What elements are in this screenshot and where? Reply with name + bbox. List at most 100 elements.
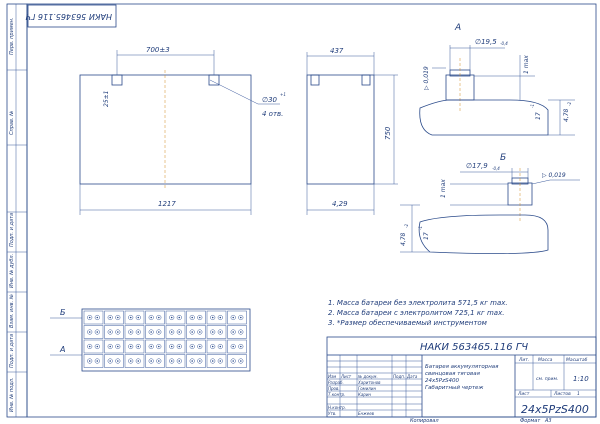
terminal-post [238, 343, 244, 350]
dim-25: 25±1 [103, 91, 110, 107]
view-a-max: 1 max [523, 55, 530, 74]
dim-437: 437 [330, 47, 344, 55]
strip-label-3: Инв. № дубл. [9, 254, 15, 288]
terminal-post [148, 358, 154, 364]
cell [83, 354, 104, 368]
tb-name-1: Гомилин [358, 386, 376, 391]
terminal-center [117, 345, 119, 348]
tb-title-1: свинцовая тяговая [425, 371, 481, 377]
terminal-center [191, 360, 193, 362]
terminal-post [189, 358, 195, 364]
terminal-post [107, 343, 113, 350]
tb-role-1: Пров. [328, 386, 340, 391]
terminal-center [178, 331, 181, 333]
terminal-center [96, 360, 99, 362]
view-a-dia: ∅19,5 [475, 38, 497, 46]
terminal-center [117, 360, 119, 362]
tb-header-4: Дата [406, 374, 418, 379]
strip-label-5: Подп. и дата [9, 334, 15, 368]
terminal-post [210, 343, 216, 350]
terminal-post [148, 329, 154, 335]
dim-holes: 4 отв. [262, 110, 283, 118]
tb-sheets-label: Листов [553, 391, 571, 397]
view-b-h478-tol: -2 [404, 224, 409, 228]
tb-role-4: Н.контр. [328, 405, 346, 410]
view-b-max: 1 max [440, 179, 447, 198]
terminal-post [107, 329, 113, 335]
tb-header-3: Подп. [393, 374, 405, 379]
tb-scale-label: Масштаб [566, 357, 588, 363]
terminal-center [240, 331, 242, 333]
copied-label: Копировал [410, 418, 439, 424]
terminal-post [230, 343, 236, 350]
cell [206, 310, 227, 325]
terminal-post [128, 329, 134, 335]
tb-role-2: Т.контр. [328, 392, 345, 397]
terminal-center [211, 360, 214, 362]
terminal-center [219, 331, 222, 333]
cell [186, 339, 206, 354]
terminal-post [169, 358, 175, 364]
cell [206, 339, 227, 354]
tb-big-code: 24х5PzS400 [521, 403, 589, 416]
view-a-h478: 4,78 [563, 108, 570, 122]
top-view: Б А [50, 308, 251, 372]
tb-name-0: Харитонов [357, 380, 381, 385]
cell [145, 310, 165, 325]
terminal-post [156, 343, 162, 350]
tb-sheet-label: Лист [517, 391, 530, 397]
terminal-center [150, 331, 152, 333]
view-a-h17: 17 [535, 112, 542, 120]
view-a-tol: ▷ 0,019 [423, 66, 430, 90]
terminal-center [96, 316, 99, 319]
terminal-center [158, 316, 160, 319]
terminal-post [230, 314, 236, 321]
tb-header-0: Изм [328, 374, 336, 379]
terminal-center [170, 360, 173, 362]
view-b-tol: ▷ 0,019 [542, 172, 566, 179]
stamp-upside-down: НАКИ 563465.116 ГЧ [25, 12, 112, 21]
terminal-center [88, 316, 91, 319]
terminal-post [210, 358, 216, 364]
cell [124, 310, 145, 325]
terminal-center [129, 331, 132, 333]
terminal-post [189, 329, 195, 335]
terminal-post [94, 314, 100, 321]
terminal-post [107, 314, 113, 321]
cell [206, 325, 227, 339]
terminal-center [158, 331, 160, 333]
cell [145, 339, 165, 354]
terminal-post [128, 358, 134, 364]
terminal-center [117, 316, 119, 319]
terminal-post [87, 358, 93, 364]
tb-mass-value: см. прим. [536, 377, 558, 382]
view-a: А ∅19,5 -0,4 ▷ 0,019 1 max 17 -1 4,78 -2 [419, 23, 575, 136]
terminal-center [240, 360, 242, 362]
view-a-h478-tol: -2 [567, 102, 572, 106]
format-label: Формат [520, 418, 541, 424]
terminal-post [148, 343, 154, 350]
cell [83, 339, 104, 354]
terminal-post [115, 343, 121, 350]
terminal-center [199, 345, 201, 348]
cell [165, 339, 186, 354]
view-a-label: А [454, 23, 461, 33]
strip-label-1: Справ. № [9, 111, 15, 135]
terminal-post [128, 314, 134, 321]
terminal-post [197, 343, 203, 350]
terminal-center [96, 331, 99, 333]
terminal-post [238, 358, 244, 364]
terminal-post [135, 329, 141, 335]
terminal-post [94, 329, 100, 335]
terminal-center [211, 331, 214, 333]
terminal-post [87, 329, 93, 335]
view-a-dia-tol: -0,4 [500, 41, 508, 46]
dim-750: 750 [384, 126, 392, 140]
terminal-center [88, 360, 91, 362]
tb-scale-value: 1:10 [573, 375, 589, 383]
view-b-h17-tol: -1 [418, 226, 423, 230]
view-b-h17: 17 [423, 232, 430, 240]
terminal-post [156, 358, 162, 364]
